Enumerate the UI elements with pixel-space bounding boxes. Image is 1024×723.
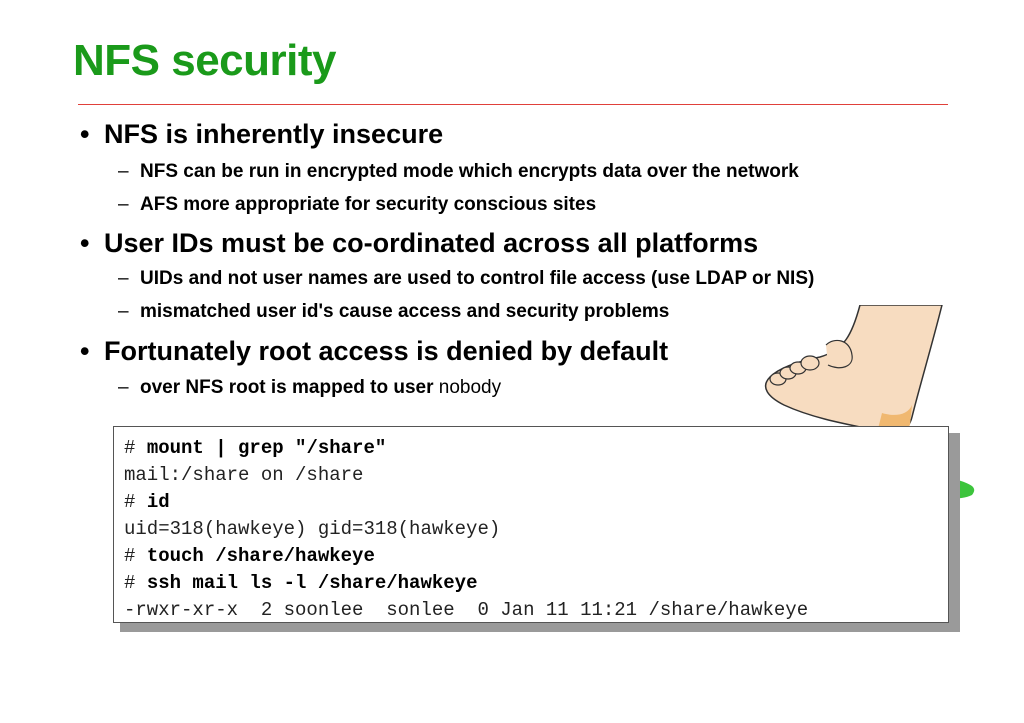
terminal-prompt: # (124, 572, 147, 594)
title-rule (78, 104, 948, 105)
terminal-output: -rwxr-xr-x 2 soonlee sonlee 0 Jan 11 11:… (124, 599, 809, 621)
terminal-line: # ssh mail ls -l /share/hawkeye (124, 570, 948, 597)
bullet-item: • NFS is inherently insecure (80, 119, 443, 150)
sub-bullet-item: –AFS more appropriate for security consc… (118, 194, 596, 216)
terminal-line: # mount | grep "/share" (124, 435, 948, 462)
bullet-dot: • (80, 119, 90, 149)
terminal-prompt: # (124, 437, 147, 459)
bullet-text: NFS is inherently insecure (104, 119, 444, 149)
sub-bullet-text: mismatched user id's cause access and se… (140, 301, 670, 322)
terminal-command: id (146, 491, 170, 513)
bullet-dot: • (80, 336, 90, 366)
terminal-line: mail:/share on /share (124, 462, 948, 489)
terminal-line: uid=318(hawkeye) gid=318(hawkeye) (124, 516, 948, 543)
sub-bullet-item: –mismatched user id's cause access and s… (118, 301, 669, 323)
terminal-output: uid=318(hawkeye) gid=318(hawkeye) (124, 518, 501, 540)
sub-bullet-item: –UIDs and not user names are used to con… (118, 268, 814, 290)
terminal-line: # id (124, 489, 948, 516)
terminal-line: # touch /share/hawkeye (124, 543, 948, 570)
foot-icon (764, 305, 943, 433)
dash-mark: – (118, 161, 129, 182)
bullet-item: • User IDs must be co-ordinated across al… (80, 228, 758, 259)
sub-bullet-item: –NFS can be run in encrypted mode which … (118, 161, 799, 183)
bullet-text: Fortunately root access is denied by def… (104, 336, 669, 366)
terminal-command: mount | grep "/share" (146, 437, 387, 459)
dash-mark: – (118, 268, 129, 289)
dash-mark: – (118, 377, 129, 398)
terminal-prompt: # (124, 491, 147, 513)
bullet-dot: • (80, 228, 90, 258)
sub-bullet-plain-text: nobody (433, 377, 502, 398)
terminal-command: touch /share/hawkeye (146, 545, 375, 567)
sub-bullet-text: over NFS root is mapped to user (140, 377, 434, 398)
terminal-output: mail:/share on /share (124, 464, 364, 486)
terminal-command: ssh mail ls -l /share/hawkeye (146, 572, 478, 594)
terminal-prompt: # (124, 545, 147, 567)
bullet-text: User IDs must be co-ordinated across all… (104, 228, 759, 258)
sub-bullet-text: AFS more appropriate for security consci… (140, 194, 597, 215)
page-title: NFS security (73, 36, 336, 85)
sub-bullet-text: UIDs and not user names are used to cont… (140, 268, 815, 289)
sub-bullet-item: –over NFS root is mapped to user nobody (118, 377, 501, 399)
bullet-item: • Fortunately root access is denied by de… (80, 336, 668, 367)
sub-bullet-text: NFS can be run in encrypted mode which e… (140, 161, 799, 182)
terminal-line: -rwxr-xr-x 2 soonlee sonlee 0 Jan 11 11:… (124, 597, 948, 624)
terminal-box: # mount | grep "/share" mail:/share on /… (113, 426, 949, 623)
dash-mark: – (118, 194, 129, 215)
dash-mark: – (118, 301, 129, 322)
